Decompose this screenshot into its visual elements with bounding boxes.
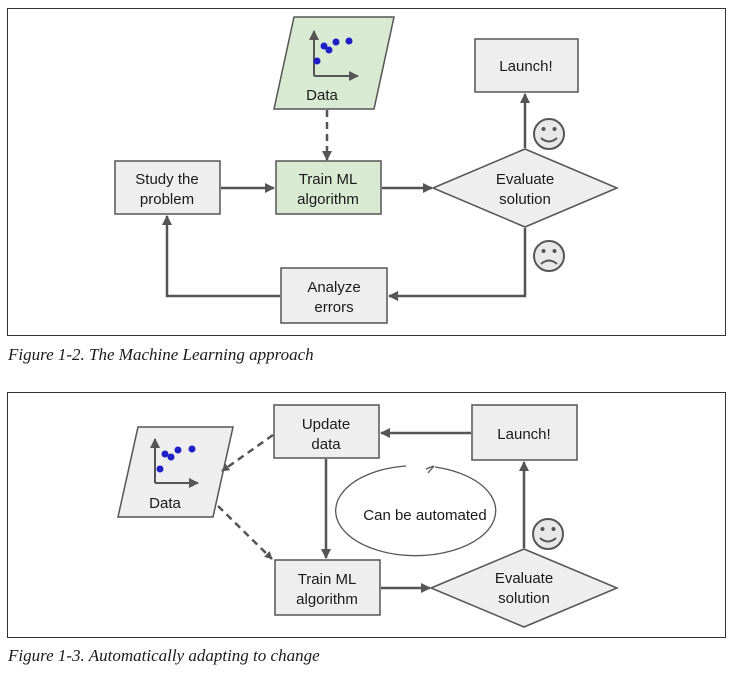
update-label-line2: data bbox=[311, 436, 341, 453]
launch-node: Launch! bbox=[471, 404, 578, 461]
launch-label: Launch! bbox=[499, 58, 552, 75]
evaluate-solution-node: Evaluate solution bbox=[431, 148, 619, 228]
evaluate-label-line2: solution bbox=[498, 590, 550, 607]
figure-1-3-caption: Figure 1-3. Automatically adapting to ch… bbox=[8, 646, 320, 665]
evaluate-label-line1: Evaluate bbox=[495, 570, 553, 587]
arrow-update-to-data bbox=[221, 433, 274, 473]
train-label-line2: algorithm bbox=[296, 591, 358, 608]
figure-1-2-diagram: Data Study the problem Train ML algorith… bbox=[114, 16, 619, 324]
analyze-label-line1: Analyze bbox=[307, 279, 360, 296]
launch-node: Launch! bbox=[474, 38, 579, 93]
figure-1-2-frame: Data Study the problem Train ML algorith… bbox=[7, 8, 726, 336]
arrow-analyze-to-study bbox=[162, 215, 280, 298]
smiley-icon bbox=[532, 518, 564, 550]
figure-1-2-caption: Figure 1-2. The Machine Learning approac… bbox=[8, 345, 314, 364]
automated-label: Can be automated bbox=[363, 507, 486, 524]
train-ml-node: Train ML algorithm bbox=[275, 160, 382, 215]
train-ml-node: Train ML algorithm bbox=[274, 559, 381, 616]
smiley-icon bbox=[533, 118, 565, 150]
data-node: Data bbox=[273, 16, 395, 110]
arrow-data-to-train bbox=[217, 505, 273, 560]
study-label-line1: Study the bbox=[135, 171, 198, 188]
automation-cycle: Can be automated bbox=[335, 465, 497, 557]
study-problem-node: Study the problem bbox=[114, 160, 221, 215]
data-label: Data bbox=[306, 87, 338, 104]
analyze-errors-node: Analyze errors bbox=[280, 267, 388, 324]
arrow-evaluate-to-analyze bbox=[388, 228, 527, 301]
launch-label: Launch! bbox=[497, 426, 550, 443]
data-label: Data bbox=[149, 495, 181, 512]
figure-1-3-diagram: Data Update data Launch! Train ML algori… bbox=[117, 404, 619, 628]
figure-1-3-frame: Data Update data Launch! Train ML algori… bbox=[7, 392, 726, 638]
evaluate-solution-node: Evaluate solution bbox=[429, 548, 619, 628]
train-label-line1: Train ML bbox=[299, 171, 358, 188]
frowny-icon bbox=[533, 240, 565, 272]
update-label-line1: Update bbox=[302, 416, 350, 433]
train-label-line1: Train ML bbox=[298, 571, 357, 588]
analyze-label-line2: errors bbox=[314, 299, 353, 316]
scatter-plot-icon bbox=[309, 30, 359, 81]
evaluate-label-line2: solution bbox=[499, 191, 551, 208]
study-label-line2: problem bbox=[140, 191, 194, 208]
automation-arrowhead bbox=[425, 465, 435, 474]
update-data-node: Update data bbox=[273, 404, 380, 459]
scatter-plot-icon bbox=[150, 438, 199, 488]
evaluate-label-line1: Evaluate bbox=[496, 171, 554, 188]
data-node: Data bbox=[117, 426, 234, 518]
train-label-line2: algorithm bbox=[297, 191, 359, 208]
